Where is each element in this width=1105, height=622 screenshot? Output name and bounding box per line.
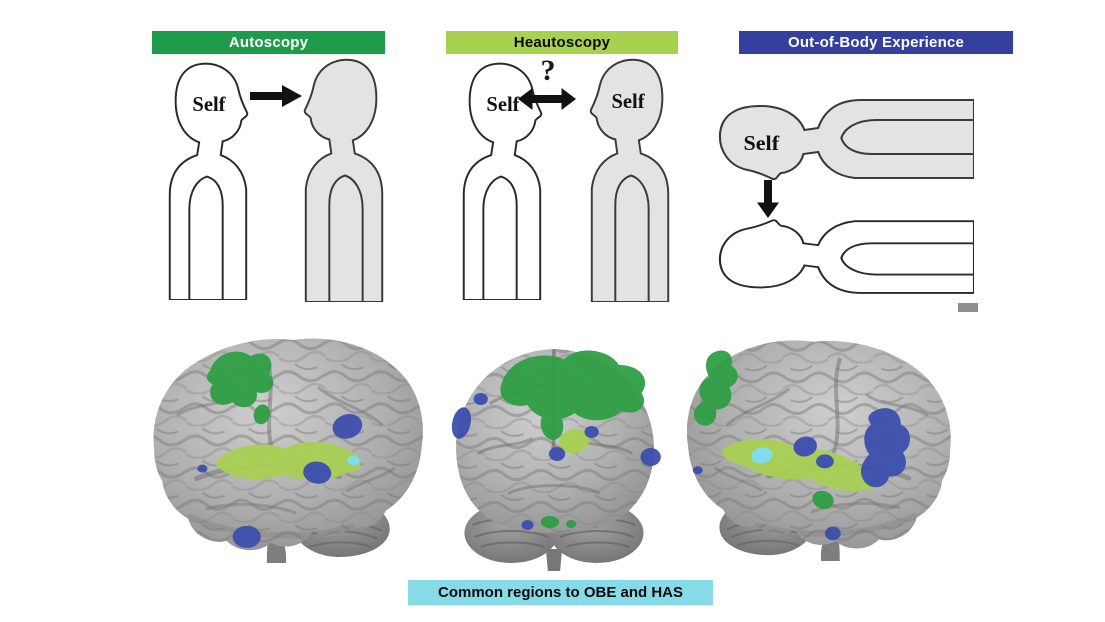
green-patch <box>566 520 577 528</box>
heautoscopy-self-figure: Self <box>462 62 543 300</box>
brain-posterior <box>451 349 661 571</box>
blue-patch <box>232 525 261 548</box>
green-patch <box>693 350 738 426</box>
body-outline <box>718 219 974 295</box>
blue-patch <box>451 407 471 439</box>
blue-patch <box>793 436 817 457</box>
blue-patch <box>816 454 834 469</box>
cyan-patch <box>347 455 360 466</box>
autoscopy-double-figure <box>303 58 384 302</box>
blue-patch <box>521 520 534 530</box>
heautoscopy-banner: Heautoscopy <box>446 31 678 54</box>
stray-mark <box>958 303 978 312</box>
green-patch <box>253 404 271 425</box>
self-label: Self <box>611 89 645 113</box>
autoscopy-self-figure: Self <box>168 62 249 300</box>
blue-patch <box>548 447 566 461</box>
blue-patch <box>332 414 363 439</box>
brain-base <box>140 330 432 566</box>
self-label: Self <box>192 94 226 116</box>
brain-left-lateral <box>140 330 432 566</box>
self-label: Self <box>486 94 520 116</box>
blue-patch <box>473 393 488 405</box>
obe-lying-figure <box>718 219 974 295</box>
activation-overlays <box>692 350 911 541</box>
caption-banner: Common regions to OBE and HAS <box>408 580 713 605</box>
blue-patch <box>303 461 332 484</box>
blue-patch <box>860 408 911 488</box>
blue-patch <box>197 464 208 473</box>
down-arrow-icon <box>757 180 779 218</box>
question-mark: ? <box>540 54 556 87</box>
green-patch <box>206 351 274 408</box>
body-outline <box>303 58 384 302</box>
arrow-shape <box>250 85 302 107</box>
brain-right-lateral <box>678 332 964 564</box>
blue-patch <box>824 526 841 541</box>
blue-patch <box>692 466 703 475</box>
autoscopy-banner: Autoscopy <box>152 31 385 54</box>
green-patch <box>812 490 834 509</box>
double-arrow-icon <box>518 88 576 110</box>
blue-patch <box>584 426 599 438</box>
obe-floating-figure: Self <box>718 98 974 181</box>
green-patch <box>540 410 564 440</box>
heautoscopy-double-figure: Self <box>589 58 670 302</box>
cyan-patch <box>751 447 773 464</box>
obe-banner: Out-of-Body Experience <box>739 31 1013 54</box>
activation-overlays <box>197 351 363 548</box>
green-patch <box>500 350 646 421</box>
right-arrow-icon <box>250 85 302 107</box>
green-patch <box>540 516 560 528</box>
arrow-shape <box>757 180 779 218</box>
activation-overlays <box>451 350 661 530</box>
light-green-patch <box>559 428 590 454</box>
blue-patch <box>640 448 661 466</box>
self-label: Self <box>743 131 779 154</box>
arrow-shape <box>518 88 576 110</box>
